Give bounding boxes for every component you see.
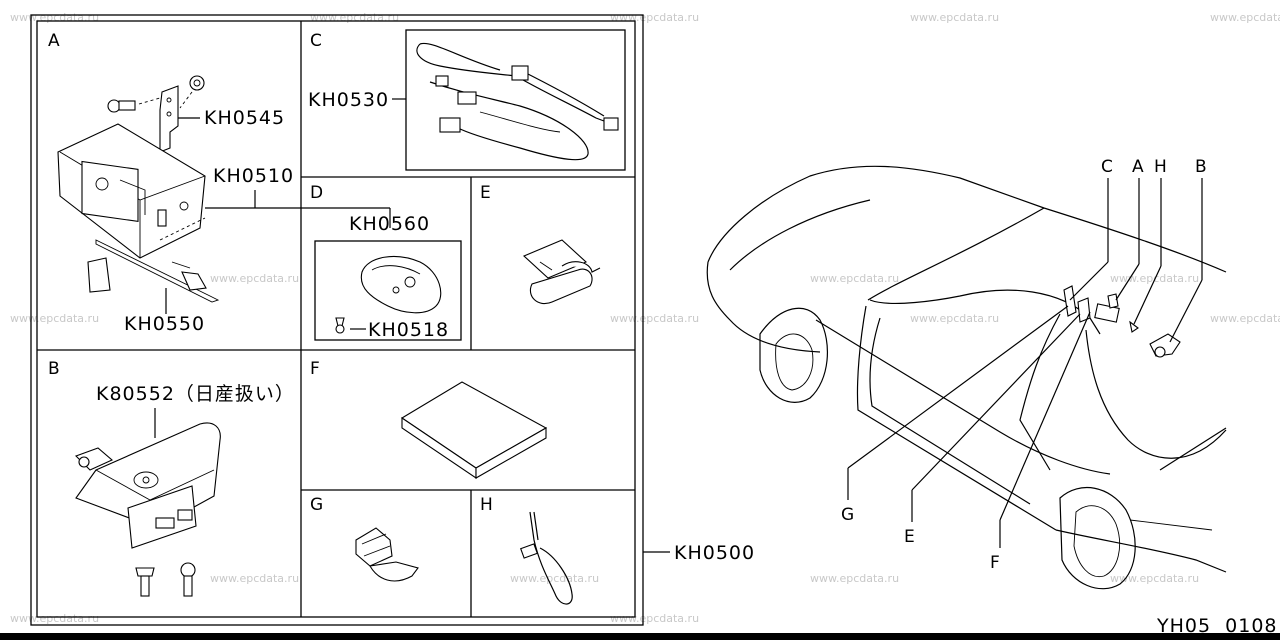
car-illustration <box>706 165 1227 590</box>
panel-letter: C <box>310 31 322 51</box>
panel-grid <box>30 14 644 626</box>
panel-letter: E <box>480 183 491 203</box>
panel-letter: D <box>310 183 323 203</box>
callout-c: C <box>1101 157 1113 177</box>
watermark: www.epcdata.ru <box>10 312 99 325</box>
panel-h: H <box>480 495 573 605</box>
kit-label-group: KH0500 <box>643 542 755 564</box>
outer-frame <box>30 14 644 626</box>
callout-a: A <box>1132 157 1144 177</box>
watermark: www.epcdata.ru <box>610 11 699 24</box>
clip-g-icon <box>355 527 419 582</box>
pad-icon <box>87 257 111 293</box>
kit-part-number: KH0500 <box>674 542 755 564</box>
watermark: www.epcdata.ru <box>210 272 299 285</box>
panel-b: B K80552（日産扱い） <box>48 359 295 597</box>
cable-tie-icon <box>520 511 573 605</box>
control-unit-icon <box>57 123 206 259</box>
screw-icon <box>135 567 155 597</box>
watermark: www.epcdata.ru <box>810 572 899 585</box>
panel-a: A KH0545 <box>48 31 391 335</box>
car-callouts: C A H B G E F <box>841 157 1207 573</box>
bracket-icon <box>159 85 200 153</box>
diagram-id: YH05 0108 <box>1156 615 1278 637</box>
watermark: www.epcdata.ru <box>610 612 699 625</box>
panel-g: G <box>310 495 419 582</box>
part-number-kh0545: KH0545 <box>204 107 285 129</box>
inner-frame <box>36 20 636 618</box>
panel-letter: A <box>48 31 60 51</box>
nut-icon <box>179 75 205 109</box>
bolt-icon <box>180 562 196 597</box>
callout-h: H <box>1154 157 1167 177</box>
key-fob-frame <box>314 240 462 341</box>
callout-g: G <box>841 505 854 525</box>
watermark: www.epcdata.ru <box>1210 312 1280 325</box>
harness-icon <box>416 42 619 161</box>
watermark: www.epcdata.ru <box>510 572 599 585</box>
watermark: www.epcdata.ru <box>210 572 299 585</box>
part-number-kh0550: KH0550 <box>124 313 205 335</box>
panel-e: E <box>480 183 601 304</box>
bottom-bar <box>0 633 1280 640</box>
watermark: www.epcdata.ru <box>10 11 99 24</box>
part-number-kh0510: KH0510 <box>213 165 294 187</box>
harness-frame <box>405 29 626 171</box>
watermark: www.epcdata.ru <box>910 312 999 325</box>
callout-f: F <box>990 553 1000 573</box>
clip-e-icon <box>522 239 601 304</box>
part-number-kh0560: KH0560 <box>349 213 430 235</box>
screw-icon <box>335 317 345 334</box>
watermark: www.epcdata.ru <box>810 272 899 285</box>
part-number-kh0518: KH0518 <box>368 319 449 341</box>
panel-letter: B <box>48 359 60 379</box>
watermark: www.epcdata.ru <box>310 11 399 24</box>
callout-e: E <box>904 527 915 547</box>
panel-d: D KH0560 KH0518 <box>310 183 462 341</box>
panel-letter: H <box>480 495 493 515</box>
callout-b: B <box>1195 157 1207 177</box>
panel-letter: F <box>310 359 320 379</box>
pad-f-icon <box>400 381 548 480</box>
watermark: www.epcdata.ru <box>1210 11 1280 24</box>
watermark: www.epcdata.ru <box>10 612 99 625</box>
strap-icon <box>95 239 220 303</box>
part-number-k80552: K80552（日産扱い） <box>96 383 295 405</box>
watermarks: www.epcdata.ru www.epcdata.ru www.epcdat… <box>10 11 1280 625</box>
watermark: www.epcdata.ru <box>1110 572 1199 585</box>
watermark: www.epcdata.ru <box>610 312 699 325</box>
part-number-kh0530: KH0530 <box>308 89 389 111</box>
actuator-icon <box>75 422 221 549</box>
watermark: www.epcdata.ru <box>910 11 999 24</box>
panel-c: C KH0530 <box>308 29 626 171</box>
panel-letter: G <box>310 495 323 515</box>
panel-f: F <box>310 359 548 480</box>
key-fob-icon <box>360 256 442 314</box>
bolt-icon <box>107 97 161 113</box>
